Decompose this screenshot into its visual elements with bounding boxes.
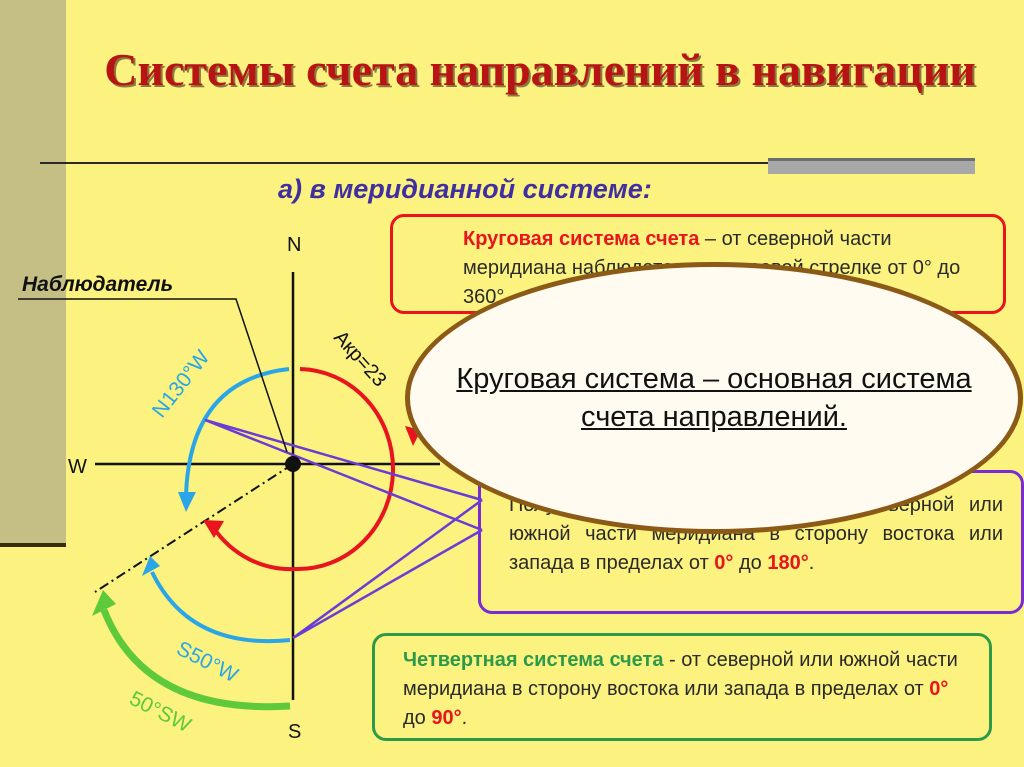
pointer-line [204,418,483,532]
pointer-line [292,528,483,640]
observer-leader [18,298,288,453]
quarter-blue-bearing-label: S50°W [173,637,242,687]
side-strip-divider [0,543,66,547]
quarter-system-max: 90° [431,707,462,729]
quarter-green-arc [100,608,291,711]
callout-text: Круговая система – основная система счет… [456,363,972,433]
title-underline [40,162,975,164]
pointer-line [204,418,483,502]
quarter-system-box: Четвертная система счета - от северной и… [372,633,992,741]
main-system-callout: Круговая система – основная система счет… [405,262,1023,534]
half-circle-arc [184,367,290,496]
half-system-max: 180° [767,552,809,574]
title-underline-accent [768,158,975,174]
bearing-line [94,463,294,593]
quarter-system-text: - от северной или южной части меридиана … [403,649,958,700]
half-circle-bearing-label: N130°W [148,346,215,422]
quarter-blue-arc [150,571,291,644]
section-subtitle: а) в меридианной системе: [278,174,652,204]
circular-system-term: Круговая система счета [463,228,700,250]
quarter-system-term: Четвертная система счета [403,649,664,671]
west-label: W [68,456,87,478]
quarter-system-min: 0° [929,678,949,700]
quarter-blue-arrowhead [142,556,160,576]
half-system-to: до [733,552,768,574]
quarter-green-arrowhead [92,590,116,616]
north-label: N [287,234,301,256]
side-strip [0,0,66,545]
observer-label: Наблюдатель [22,273,173,296]
observer-point [285,456,301,472]
pointer-line [292,498,483,640]
half-circle-arrowhead [178,492,196,512]
circular-arc [211,367,395,572]
quarter-system-to: до [403,707,432,729]
half-system-end: . [808,552,815,574]
slide-title: Системы счета направлений в навигации [104,44,976,95]
circular-bearing-label: Акр=23 [329,327,390,392]
quarter-system-end: . [461,707,468,729]
circular-arc-arrowhead [203,520,224,538]
south-label: S [288,721,301,743]
half-system-min: 0° [714,552,734,574]
